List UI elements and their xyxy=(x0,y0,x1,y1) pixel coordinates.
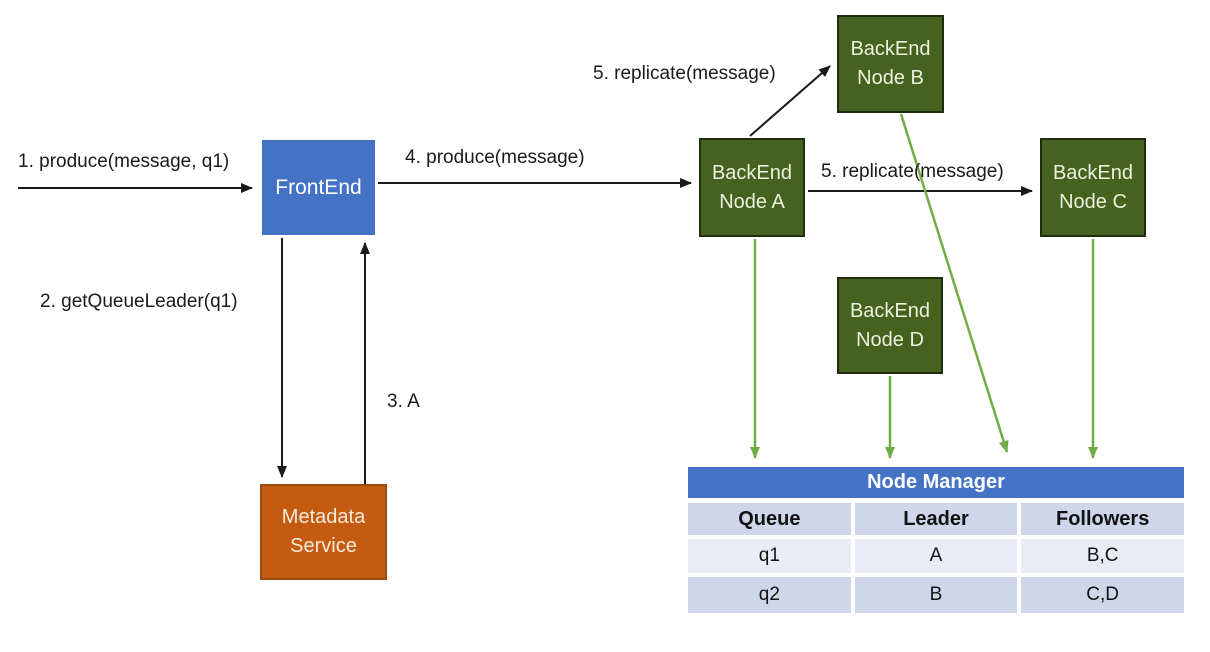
backend-node-c-line1: BackEnd xyxy=(1052,161,1134,184)
backend-node-c: BackEnd Node C xyxy=(1040,138,1146,237)
metadata-service-line1: Metadata xyxy=(281,506,366,528)
green-link-node-b xyxy=(899,113,1009,453)
label-step4-produce: 4. produce(message) xyxy=(405,147,585,168)
backend-node-c-line2: Node C xyxy=(1059,190,1127,213)
label-step5-replicate-c: 5. replicate(message) xyxy=(821,161,1004,182)
backend-node-b-line2: Node B xyxy=(857,67,924,89)
cell-q2-followers: C,D xyxy=(1021,577,1184,613)
frontend-label: FrontEnd xyxy=(275,176,362,199)
cell-q1-leader: A xyxy=(854,539,1018,573)
arrow-replicate-to-node-b xyxy=(749,65,831,137)
column-header-queue: Queue xyxy=(688,503,851,535)
label-step1-produce: 1. produce(message, q1) xyxy=(18,151,230,172)
label-step2-getqueueleader: 2. getQueueLeader(q1) xyxy=(40,291,238,312)
backend-node-a-line1: BackEnd xyxy=(711,161,793,184)
cell-q2-leader: B xyxy=(854,577,1018,613)
backend-node-a-line2: Node A xyxy=(719,190,785,213)
node-manager-grid: Queue Leader Followers q1 A B,C q2 B C,D xyxy=(688,503,1184,613)
backend-node-b-line1: BackEnd xyxy=(850,38,931,60)
column-header-followers: Followers xyxy=(1021,503,1184,535)
backend-node-b: BackEnd Node B xyxy=(837,15,944,113)
label-step3-reply-a: 3. A xyxy=(387,391,420,412)
backend-node-d: BackEnd Node D xyxy=(837,277,943,374)
cell-q1-followers: B,C xyxy=(1021,539,1184,573)
cell-q2-queue: q2 xyxy=(688,577,851,613)
metadata-service-line2: Service xyxy=(290,535,357,557)
node-manager-table: Node Manager Queue Leader Followers q1 A… xyxy=(688,467,1184,613)
frontend-node: FrontEnd xyxy=(262,140,375,235)
cell-q1-queue: q1 xyxy=(688,539,851,573)
metadata-service-node: Metadata Service xyxy=(260,484,387,580)
column-header-leader: Leader xyxy=(854,503,1018,535)
backend-node-a: BackEnd Node A xyxy=(699,138,805,237)
label-step5-replicate-b: 5. replicate(message) xyxy=(593,63,776,84)
backend-node-d-line2: Node D xyxy=(856,328,924,351)
backend-node-d-line1: BackEnd xyxy=(849,299,931,322)
node-manager-title: Node Manager xyxy=(688,467,1184,498)
